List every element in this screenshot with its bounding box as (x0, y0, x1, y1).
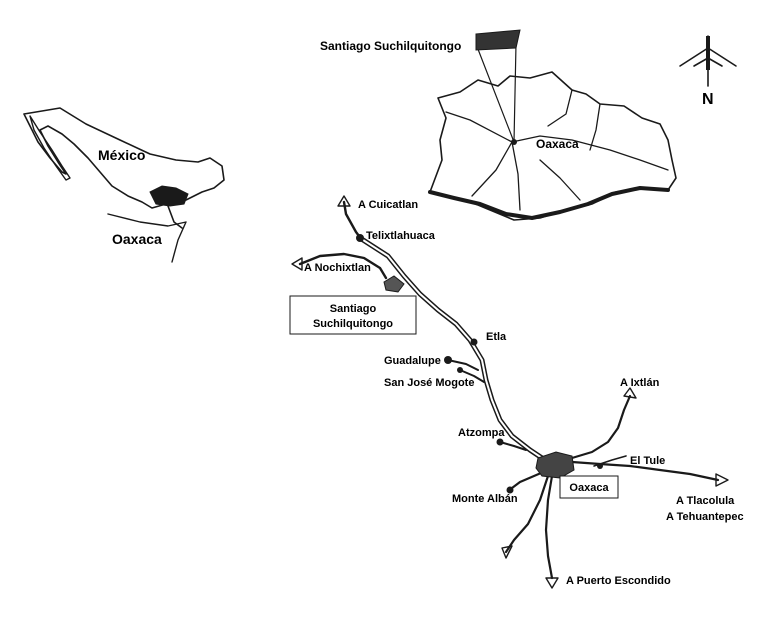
site-box-line1: Santiago (330, 303, 377, 315)
arrow-nochixtlan-icon (291, 257, 303, 271)
puerto-escondido-label: A Puerto Escondido (566, 575, 671, 587)
site-pointer (475, 43, 517, 143)
oaxaca-city-area (535, 451, 575, 479)
etla-label: Etla (486, 331, 507, 343)
tehuantepec-label: A Tehuantepec (666, 511, 744, 523)
oaxaca-state-label: Oaxaca (112, 231, 162, 247)
atzompa-label: Atzompa (458, 427, 505, 439)
city-box (559, 475, 619, 499)
monte-alban-label: Monte Albán (452, 493, 518, 505)
oaxaca-inset: Santiago Suchilquitongo Oaxaca (320, 29, 677, 221)
north-arrow-icon: N (679, 35, 737, 108)
road-ixtlan (570, 394, 632, 460)
telixtlahuaca-dot (356, 234, 364, 242)
mogote-dot (457, 367, 463, 373)
suchilquitongo-site (383, 275, 405, 293)
oaxaca-highlight (149, 185, 189, 207)
arrow-tlacolula-icon (715, 473, 729, 487)
atzompa-dot (496, 438, 504, 446)
nochixtlan-label: A Nochixtlan (304, 262, 371, 274)
guadalupe-label: Guadalupe (384, 355, 441, 367)
road-south-west (504, 474, 550, 554)
ixtlan-label: A Ixtlán (620, 377, 660, 389)
mexico-outline (23, 107, 225, 209)
pointer-line (167, 205, 183, 229)
road-atzompa (499, 441, 527, 451)
etla-dot (470, 338, 478, 346)
city-box-label: Oaxaca (569, 482, 609, 494)
mexico-inset: México Oaxaca (23, 107, 225, 263)
road-mogote (459, 369, 485, 383)
site-box-line2: Suchilquitongo (313, 318, 393, 330)
site-box (289, 295, 417, 335)
telixtlahuaca-label: Telixtlahuaca (366, 230, 436, 242)
san-jose-mogote-label: San José Mogote (384, 377, 474, 389)
north-label: N (702, 91, 714, 108)
monte-alban-dot (506, 486, 514, 494)
mexico-label: México (98, 147, 145, 163)
arrow-puerto-icon (545, 577, 559, 589)
oaxaca-city-inset-label: Oaxaca (536, 137, 579, 151)
arrow-ixtlan-icon (623, 387, 637, 399)
oaxaca-roads (445, 89, 669, 211)
site-marker-flag (475, 29, 521, 51)
arrow-southwest-icon (501, 545, 513, 559)
road-puerto-escondido (544, 474, 554, 580)
main-map: A Cuicatlan Telixtlahuaca A Nochixtlan E… (289, 195, 744, 589)
oaxaca-coast (428, 186, 670, 220)
highway-inner (359, 237, 549, 463)
road-guadalupe (447, 359, 479, 371)
arrow-cuicatlan-icon (337, 195, 351, 207)
oaxaca-city-dot (511, 139, 517, 145)
tlacolula-label: A Tlacolula (676, 495, 735, 507)
site-label: Santiago Suchilquitongo (320, 39, 461, 53)
road-tlacolula (570, 460, 720, 482)
road-nochixtlan (298, 252, 388, 280)
baja-california (29, 115, 71, 181)
el-tule-label: El Tule (630, 455, 665, 467)
guadalupe-dot (444, 356, 452, 364)
el-tule-dot (597, 463, 603, 469)
highway (357, 235, 551, 465)
cuicatlan-label: A Cuicatlan (358, 199, 418, 211)
